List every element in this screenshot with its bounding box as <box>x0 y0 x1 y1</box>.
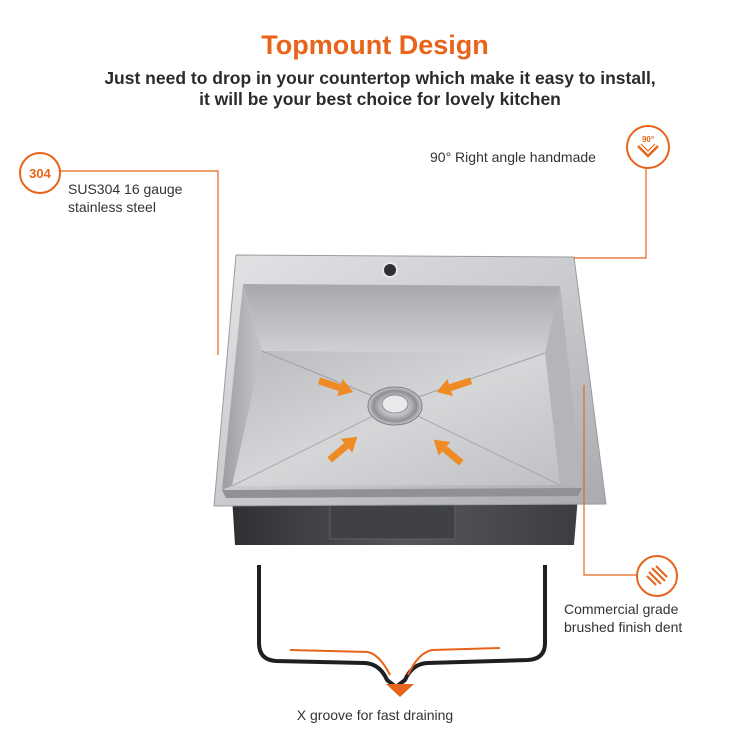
sus304-badge-text: 304 <box>29 165 51 181</box>
right-angle-icon: 90° <box>637 135 659 158</box>
bowl-right-wall <box>545 286 582 488</box>
callout-lines <box>57 165 647 576</box>
groove-arrow <box>386 684 414 697</box>
bowl-label-plate <box>329 502 456 540</box>
bowl-back-wall <box>243 284 560 353</box>
finish-callout: Commercial grade brushed finish dent <box>564 600 744 636</box>
subtitle-line-2: it will be your best choice for lovely k… <box>199 89 561 109</box>
sus304-badge: 304 <box>19 152 61 194</box>
right-angle-badge: 90° <box>626 125 670 169</box>
right-angle-callout: 90° Right angle handmade <box>430 149 596 165</box>
bowl-left-wall <box>222 284 262 490</box>
page-subtitle: Just need to drop in your countertop whi… <box>60 68 700 110</box>
faucet-hole <box>382 262 398 278</box>
subtitle-line-1: Just need to drop in your countertop whi… <box>104 68 656 88</box>
right-angle-icon-text: 90° <box>642 135 654 144</box>
material-line-1: SUS304 16 gauge <box>68 181 183 197</box>
brushed-finish-badge <box>636 555 678 597</box>
page-title: Topmount Design <box>261 30 489 60</box>
groove-profile <box>257 565 547 689</box>
bowl-front-lip <box>222 488 582 498</box>
groove-callout: X groove for fast draining <box>296 707 454 723</box>
material-line-2: stainless steel <box>68 199 156 215</box>
material-callout: SUS304 16 gauge stainless steel <box>68 180 228 216</box>
drain-arrows <box>317 377 473 466</box>
finish-line-2: brushed finish dent <box>564 619 683 635</box>
brush-lines-icon <box>646 565 668 586</box>
finish-line-1: Commercial grade <box>564 601 679 617</box>
